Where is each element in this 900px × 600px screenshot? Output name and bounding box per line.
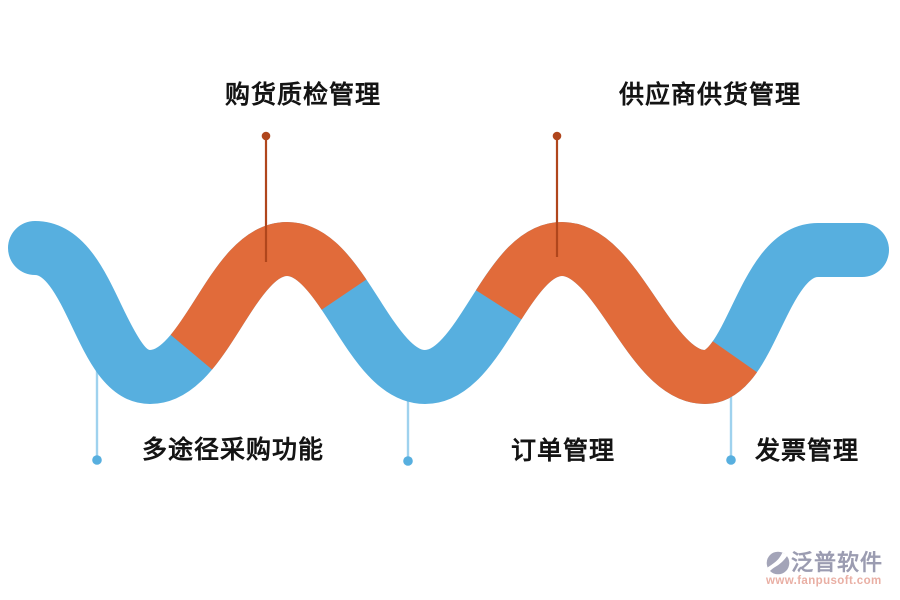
callout-dot-top-2: [552, 131, 562, 141]
wave-ribbon-orange-segments: [31, 221, 862, 405]
brand-url: www.fanpusoft.com: [766, 575, 882, 587]
brand-watermark: 泛普软件 www.fanpusoft.com: [766, 551, 896, 588]
brand-logo-icon: [766, 551, 790, 575]
label-invoice-management: 发票管理: [754, 437, 860, 465]
wave-ribbon-blue: [8, 221, 889, 405]
callout-dot-bottom-3: [726, 455, 736, 465]
label-supplier-supply-management: 供应商供货管理: [618, 81, 802, 109]
callout-dot-bottom-2: [403, 456, 413, 466]
label-order-management: 订单管理: [510, 437, 616, 465]
brand-name: 泛普软件: [791, 550, 884, 575]
label-purchase-quality-inspection: 购货质检管理: [224, 81, 382, 109]
callout-dot-top-1: [261, 131, 271, 141]
label-multichannel-procurement: 多途径采购功能: [141, 436, 325, 464]
callout-dot-bottom-1: [92, 455, 102, 465]
